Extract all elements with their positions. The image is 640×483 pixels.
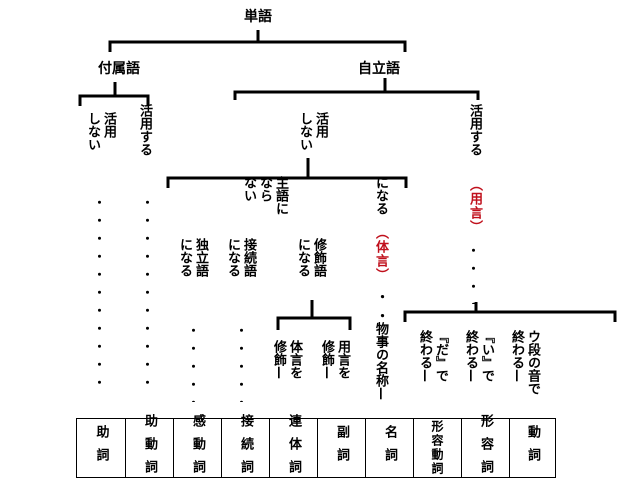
dokuritsu-label: 独立語 になる [177, 238, 208, 277]
pos-joshi: 助詞 [93, 425, 109, 471]
i-end-desc: 『い』で 終わる— [463, 330, 494, 382]
pos-fukushi: 副詞 [317, 419, 365, 477]
pos-meishi: 名詞 [365, 419, 413, 477]
dots-joshi: ・・・・・・・・・・・・・ [94, 196, 104, 396]
jiritsugo-label: 自立語 [358, 61, 400, 77]
meaning-noun-label: 物事の名称— [373, 322, 388, 400]
not-subject-label: 主語に なら ない [241, 176, 288, 215]
root-label: 単語 [244, 9, 272, 25]
pos-rentaishi: 連体詞 [269, 414, 317, 483]
pos-jodoshi: 助動詞 [125, 414, 173, 483]
pos-table: 助詞 助動詞 感動詞 接続詞 連体詞 副詞 名詞 形容動詞 形容詞 動詞 [76, 414, 556, 483]
jr-no-conj-label: 活用 しない [297, 112, 328, 151]
rentai-desc: 体言を 修飾— [271, 340, 302, 379]
jr-no-conj-bracket [166, 176, 408, 188]
pos-setsuzokushi: 接続詞 [221, 414, 269, 483]
taigen-label: （体言） [373, 226, 388, 282]
fz-conj-label: 活用する [137, 104, 152, 156]
jiritsugo-bracket [233, 90, 480, 100]
fz-no-conj-label: 活用 しない [85, 112, 116, 151]
dots-kandoshi: ・・・・・ [188, 324, 198, 402]
fukushi-desc: 用言を 修飾— [319, 340, 350, 379]
shushoku-bracket [276, 316, 352, 330]
jr-conj-label: 活用する [467, 104, 482, 156]
pos-keiyoshi: 形容詞 [461, 414, 509, 483]
taigen-dots: ・・ [373, 290, 388, 328]
subject-label: になる [373, 176, 388, 215]
da-end-desc: 『だ』で 終わる— [417, 330, 448, 382]
fuzokugo-label: 付属語 [98, 61, 140, 77]
pos-kandoshi: 感動詞 [173, 414, 221, 483]
yougen-label: （用言） [467, 178, 482, 234]
shushoku-label: 修飾語 になる [295, 238, 326, 277]
u-end-desc: ウ段の音で 終わる— [509, 330, 540, 395]
yougen-bracket [403, 310, 617, 322]
setsuzoku-label: 接続語 になる [225, 238, 256, 277]
dots-jodoshi: ・・・・・・・・・・・・・ [142, 196, 152, 396]
pos-doshi: 動詞 [509, 419, 555, 477]
pos-keiyodoshi: 形容動詞 [413, 419, 461, 477]
dots-yougen: ・・・・ [468, 244, 478, 304]
dots-setsuzokushi: ・・・・・ [236, 324, 246, 402]
